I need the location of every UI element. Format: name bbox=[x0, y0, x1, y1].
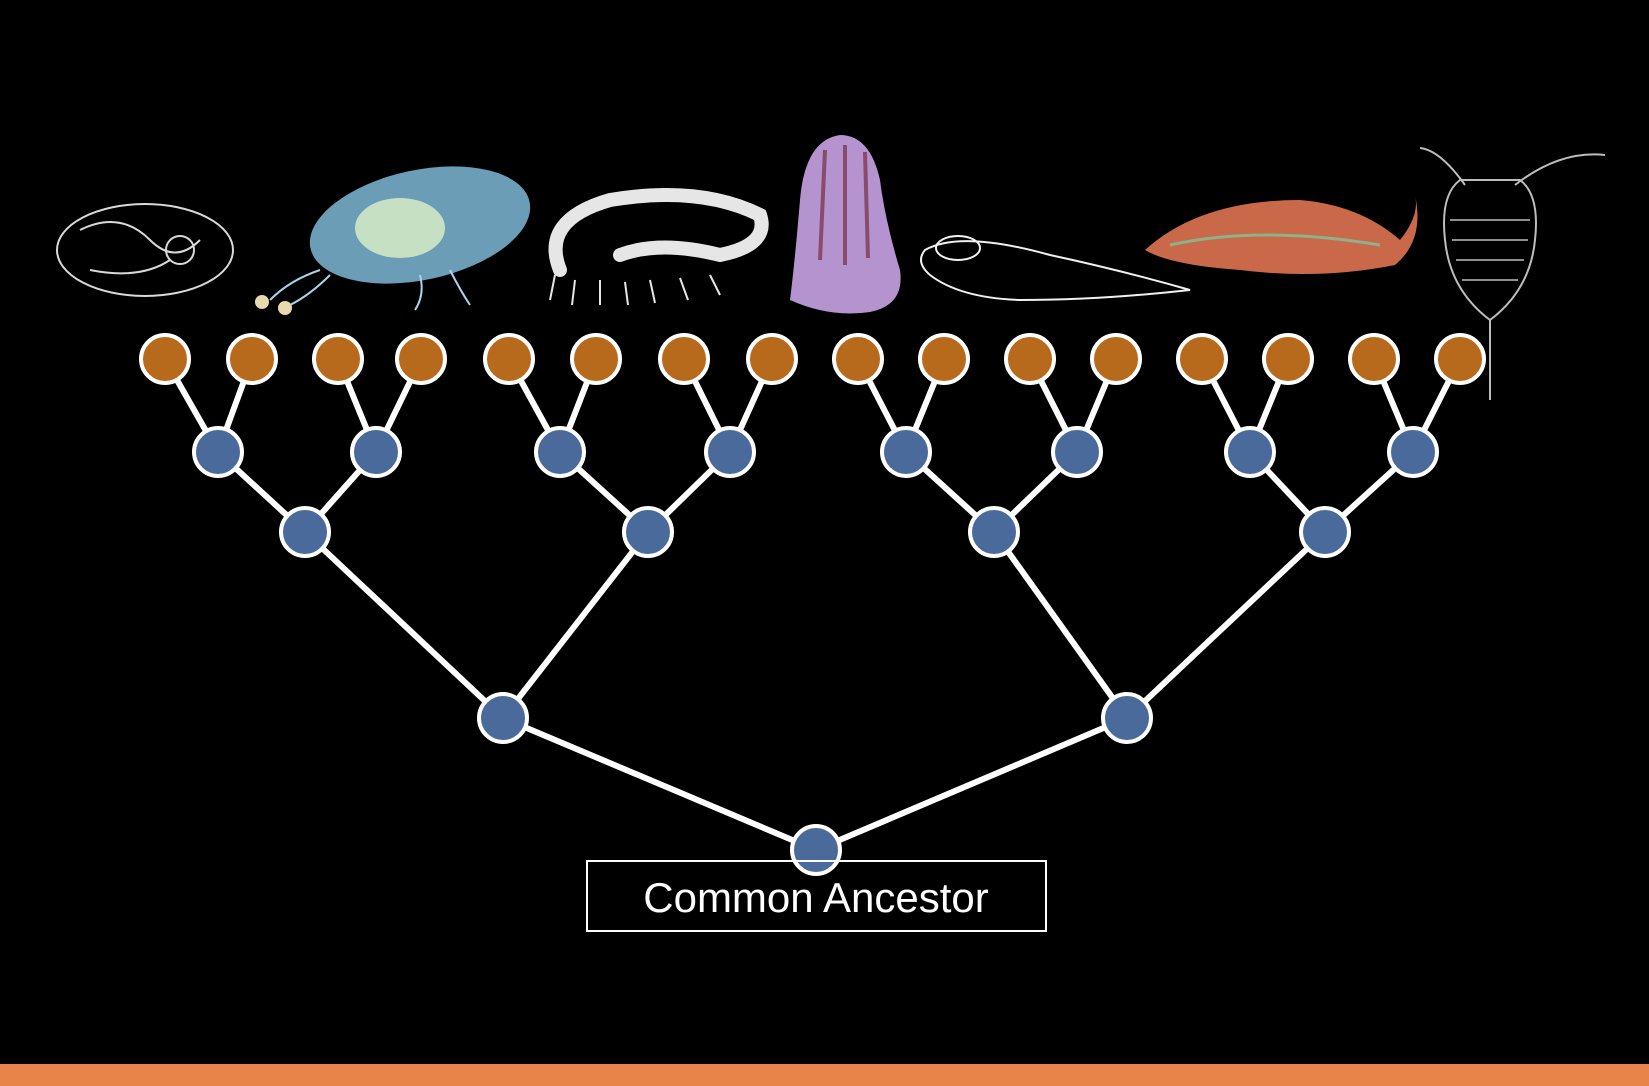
leaf-node bbox=[1004, 333, 1056, 385]
leaf-node bbox=[746, 333, 798, 385]
tree-branch bbox=[500, 715, 819, 853]
root-label-box: Common Ancestor bbox=[586, 860, 1047, 932]
internal-node bbox=[1101, 692, 1153, 744]
leaf-node bbox=[312, 333, 364, 385]
internal-node bbox=[350, 426, 402, 478]
jellyfish-illustration bbox=[255, 166, 531, 315]
internal-node bbox=[704, 426, 756, 478]
leaf-node bbox=[570, 333, 622, 385]
tree-branch bbox=[1124, 529, 1328, 721]
leaf-node bbox=[1176, 333, 1228, 385]
leaf-node bbox=[1348, 333, 1400, 385]
tree-branch bbox=[500, 529, 651, 721]
ostracod-illustration bbox=[56, 203, 234, 297]
leaf-node bbox=[1262, 333, 1314, 385]
internal-node bbox=[1299, 506, 1351, 558]
internal-node bbox=[1051, 426, 1103, 478]
root-label: Common Ancestor bbox=[643, 874, 988, 921]
internal-node bbox=[192, 426, 244, 478]
comb-jelly-illustration bbox=[790, 135, 901, 314]
root-node bbox=[790, 824, 842, 876]
internal-node bbox=[1387, 426, 1439, 478]
leaf-node bbox=[918, 333, 970, 385]
leaf-node bbox=[658, 333, 710, 385]
leaf-node bbox=[483, 333, 535, 385]
tree-branch bbox=[991, 529, 1130, 721]
leaf-node bbox=[395, 333, 447, 385]
trilobite-illustration bbox=[1419, 147, 1606, 400]
organism-illustrations bbox=[56, 135, 1606, 400]
tree-branch bbox=[813, 715, 1130, 853]
worm-illustration bbox=[548, 188, 769, 306]
internal-node bbox=[622, 506, 674, 558]
internal-node bbox=[1224, 426, 1276, 478]
internal-node bbox=[534, 426, 586, 478]
tree-nodes bbox=[139, 333, 1486, 876]
leaf-node bbox=[832, 333, 884, 385]
internal-node bbox=[880, 426, 932, 478]
leaf-node bbox=[226, 333, 278, 385]
leaf-node bbox=[139, 333, 191, 385]
root-label-border bbox=[586, 860, 1047, 932]
lancelet-illustration bbox=[920, 235, 1191, 302]
fish-illustration bbox=[1145, 195, 1418, 274]
leaf-node bbox=[1434, 333, 1486, 385]
leaf-node bbox=[1090, 333, 1142, 385]
tree-branch bbox=[302, 529, 506, 721]
footer-bar bbox=[0, 1064, 1649, 1086]
internal-node bbox=[477, 692, 529, 744]
internal-node bbox=[279, 506, 331, 558]
internal-node bbox=[968, 506, 1020, 558]
